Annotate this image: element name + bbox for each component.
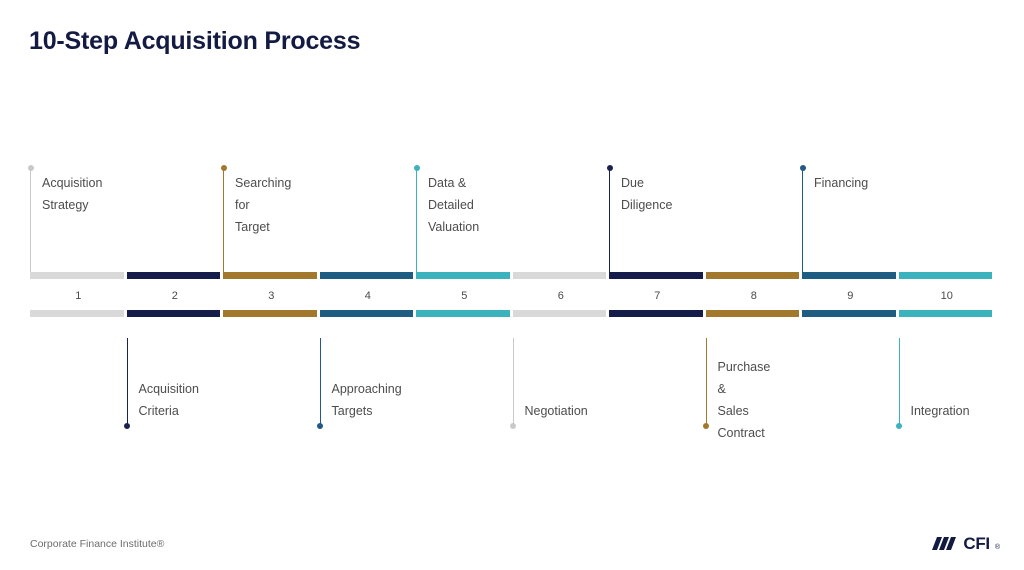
marker-stem <box>512 338 514 426</box>
timeline-bar-segment-4 <box>319 272 413 279</box>
marker-dot-icon <box>27 165 34 171</box>
marker-dot-icon <box>413 165 420 171</box>
step-number-8: 8 <box>750 290 757 302</box>
marker-stem <box>126 338 128 426</box>
cfi-wordmark: CFI <box>963 534 990 553</box>
timeline-bar-segment-6 <box>512 310 606 317</box>
marker-dot-icon <box>124 423 131 429</box>
step-label-3: Searching for Target <box>235 176 292 234</box>
marker-dot-icon <box>606 165 613 171</box>
step-number-6: 6 <box>557 290 564 302</box>
step-label-9: Financing <box>814 176 869 190</box>
marker-stem <box>30 168 32 272</box>
marker-dot-icon <box>703 423 710 429</box>
timeline-bar-segment-7 <box>609 272 703 279</box>
marker-dot-icon <box>896 423 903 429</box>
step-number-10: 10 <box>940 290 953 302</box>
step-label-10: Integration <box>910 404 970 418</box>
step-number-2: 2 <box>171 290 178 302</box>
step-label-7: Due Diligence <box>621 176 673 212</box>
timeline-bar-segment-6 <box>512 272 606 279</box>
cfi-logo: CFI ® <box>932 535 1000 552</box>
step-label-4: Approaching Targets <box>331 382 402 418</box>
step-label-2: Acquisition Criteria <box>138 382 199 418</box>
step-number-7: 7 <box>654 290 661 302</box>
step-label-8: Purchase & Sales Contract <box>717 360 771 440</box>
timeline-bar-segment-2 <box>126 272 220 279</box>
marker-stem <box>416 168 418 272</box>
step-number-5: 5 <box>461 290 468 302</box>
footer-credit: Corporate Finance Institute® <box>30 538 165 550</box>
timeline-bar-segment-5 <box>416 310 510 317</box>
timeline-bar-segment-1 <box>30 310 124 317</box>
timeline-bar-segment-10 <box>898 310 992 317</box>
timeline-bar-segment-4 <box>319 310 413 317</box>
step-label-5: Data & Detailed Valuation <box>428 176 480 234</box>
marker-stem <box>609 168 611 272</box>
marker-dot-icon <box>510 423 517 429</box>
timeline-bar-segment-8 <box>705 310 799 317</box>
cfi-bars-logo-icon <box>932 537 957 550</box>
timeline-bar-top <box>30 272 995 279</box>
timeline-bar-segment-7 <box>609 310 703 317</box>
step-number-9: 9 <box>847 290 854 302</box>
timeline-bar-segment-3 <box>223 272 317 279</box>
marker-dot-icon <box>799 165 806 171</box>
marker-dot-icon <box>317 423 324 429</box>
marker-stem <box>802 168 804 272</box>
page-title: 10-Step Acquisition Process <box>29 27 361 55</box>
step-number-4: 4 <box>364 290 371 302</box>
timeline-bar-segment-9 <box>802 310 896 317</box>
timeline-bar-segment-1 <box>30 272 124 279</box>
timeline-bar-bottom <box>30 310 995 317</box>
timeline-bar-segment-8 <box>705 272 799 279</box>
step-label-6: Negotiation <box>524 404 588 418</box>
timeline-bar-segment-9 <box>802 272 896 279</box>
step-number-3: 3 <box>268 290 275 302</box>
timeline-bar-segment-5 <box>416 272 510 279</box>
step-number-1: 1 <box>75 290 82 302</box>
cfi-registered-mark: ® <box>994 544 1000 551</box>
timeline-bar-segment-10 <box>898 272 992 279</box>
timeline-bar-segment-3 <box>223 310 317 317</box>
timeline-bar-segment-2 <box>126 310 220 317</box>
marker-stem <box>223 168 225 272</box>
marker-dot-icon <box>220 165 227 171</box>
step-label-1: Acquisition Strategy <box>42 176 103 212</box>
marker-stem <box>319 338 321 426</box>
timeline-step-numbers: 1 2 3 4 5 6 7 8 9 10 <box>30 284 995 308</box>
marker-stem <box>898 338 900 426</box>
marker-stem <box>705 338 707 426</box>
